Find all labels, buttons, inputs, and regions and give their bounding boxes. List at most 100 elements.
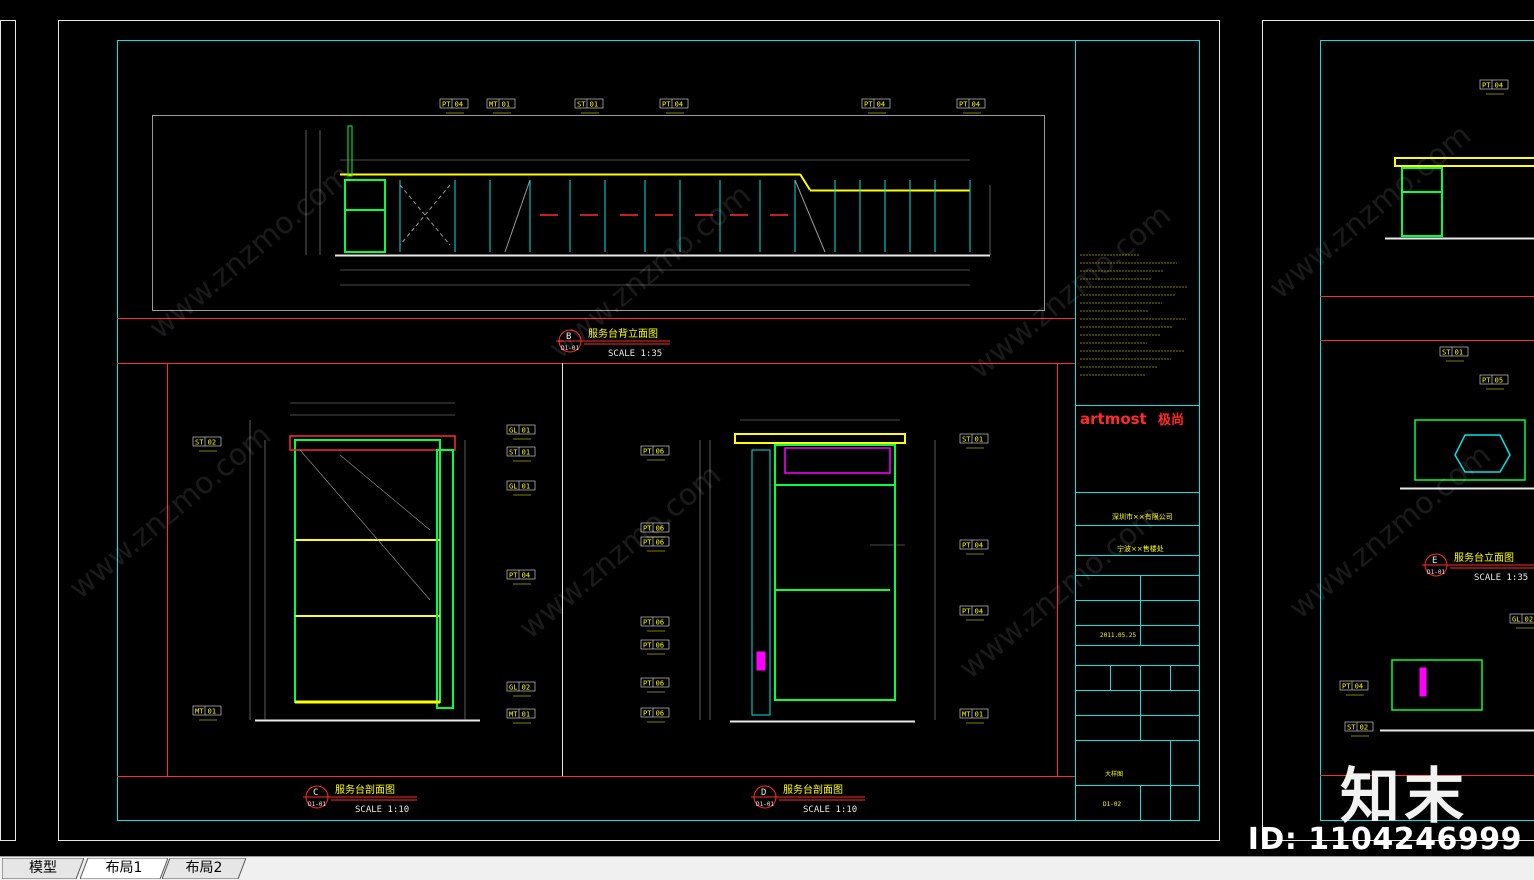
svg-text:ST 02: ST 02 [195,439,216,447]
svg-text:MT 01: MT 01 [962,711,983,719]
svg-text:GL 02: GL 02 [1512,616,1533,624]
svg-text:深圳市××有限公司: 深圳市××有限公司 [1112,512,1173,521]
tag-top-5: PT 04 [956,98,986,114]
site-watermark-0: www.znzmo.com [143,158,358,347]
tag-c-right-0: GL 01 [506,424,536,440]
svg-text:PT 06: PT 06 [643,680,664,688]
tag-d-left-0: PT 06 [640,445,670,461]
tag-top-4: PT 04 [861,98,891,114]
svg-text:SCALE 1:10: SCALE 1:10 [803,805,857,815]
svg-text:MT 01: MT 01 [509,711,530,719]
layout-tab-bar: 模型 布局1 布局2 [0,856,1534,880]
tag-d-left-5: PT 06 [640,677,670,693]
svg-text:服务台剖面图: 服务台剖面图 [335,783,395,796]
svg-text:MT 01: MT 01 [195,708,216,716]
svg-text:D1-01: D1-01 [1427,569,1445,576]
tag-e-0: PT 04 [1479,79,1509,95]
svg-text:ST 01: ST 01 [1442,349,1463,357]
svg-text:PT 04: PT 04 [509,572,530,580]
tag-d-right-1: PT 04 [959,539,989,555]
tag-c-left-1: MT 01 [192,705,222,721]
tag-top-2: ST 01 [574,98,604,114]
svg-text:D1-01: D1-01 [308,801,326,808]
tag-d-right-2: PT 04 [959,605,989,621]
svg-text:GL 01: GL 01 [509,483,530,491]
tag-d-right-0: ST 01 [959,433,989,449]
svg-text:C: C [313,788,318,798]
svg-text:PT 04: PT 04 [962,608,983,616]
drawing-id-watermark: ID: 1104246999 [1247,822,1522,857]
site-watermark-4: www.znzmo.com [63,418,278,607]
svg-text:PT 04: PT 04 [864,101,885,109]
znzmo-logo-watermark: 知末 [1340,762,1468,832]
tag-d-left-4: PT 06 [640,639,670,655]
svg-text:服务台立面图: 服务台立面图 [1454,551,1514,564]
title-block [1075,405,1199,820]
tag-d-left-6: PT 06 [640,707,670,723]
tab-layout-1[interactable]: 布局1 [80,858,168,879]
svg-text:PT 06: PT 06 [643,448,664,456]
svg-text:PT 04: PT 04 [1482,82,1503,90]
view-b-elevation [305,125,991,286]
svg-text:D: D [761,788,766,798]
layout-drawing: artmost极尚深圳市××有限公司宁波××售楼处2011.05.25D1-02… [0,20,1534,841]
svg-text:MT 01: MT 01 [489,101,510,109]
svg-text:PT 06: PT 06 [643,539,664,547]
svg-text:PT 04: PT 04 [1342,683,1363,691]
site-watermark-3: www.znzmo.com [1263,118,1478,307]
svg-text:GL 02: GL 02 [509,684,530,692]
svg-text:PT 04: PT 04 [962,542,983,550]
tab-layout-2[interactable]: 布局2 [162,858,246,879]
svg-text:E: E [1432,556,1437,566]
tag-d-left-3: PT 06 [640,616,670,632]
site-watermark-5: www.znzmo.com [513,458,728,647]
tag-top-0: PT 04 [439,98,469,114]
tag-e-3: PT 04 [1339,680,1369,696]
svg-text:ST 02: ST 02 [1347,724,1368,732]
svg-text:PT 04: PT 04 [662,101,683,109]
tag-e-4: ST 02 [1344,721,1374,737]
tag-e-5: GL 02 [1509,613,1534,629]
svg-text:大样图: 大样图 [1105,770,1123,778]
view-d-section [699,419,936,723]
svg-text:PT 06: PT 06 [643,710,664,718]
tag-c-left-0: ST 02 [192,436,222,452]
tag-e-1: ST 01 [1439,346,1469,362]
tab-model[interactable]: 模型 [2,858,84,879]
svg-text:artmost: artmost [1080,410,1147,428]
svg-text:GL 01: GL 01 [509,427,530,435]
svg-text:B: B [566,332,571,342]
svg-text:ST 01: ST 01 [509,449,530,457]
svg-text:PT 06: PT 06 [643,525,664,533]
tag-c-right-4: GL 02 [506,681,536,697]
svg-text:服务台背立面图: 服务台背立面图 [588,327,658,340]
tag-c-right-3: PT 04 [506,569,536,585]
svg-text:极尚: 极尚 [1158,412,1184,428]
svg-text:D1-01: D1-01 [756,801,774,808]
tag-d-right-3: MT 01 [959,708,989,724]
tag-top-3: PT 04 [659,98,689,114]
svg-text:PT 06: PT 06 [643,642,664,650]
svg-text:PT 06: PT 06 [643,619,664,627]
site-watermark-7: www.znzmo.com [1283,438,1498,627]
svg-text:宁波××售楼处: 宁波××售楼处 [1117,544,1164,553]
material-callouts: PT 04 MT 01 ST 01 PT 04 PT 04 PT 04 ST 02 MT 01… [192,79,1534,737]
svg-text:PT 04: PT 04 [442,101,463,109]
site-watermark-2: www.znzmo.com [963,198,1178,387]
tag-c-right-1: ST 01 [506,446,536,462]
right-sheet-partial [1380,157,1534,732]
watermark-layer: www.znzmo.com www.znzmo.com www.znzmo.com w… [63,118,1498,687]
site-watermark-6: www.znzmo.com [953,498,1168,687]
svg-text:2011.05.25: 2011.05.25 [1100,632,1137,639]
svg-text:ST 01: ST 01 [577,101,598,109]
tag-d-left-2: PT 06 [640,536,670,552]
svg-text:PT 05: PT 05 [1482,377,1503,385]
tag-e-2: PT 05 [1479,374,1509,390]
